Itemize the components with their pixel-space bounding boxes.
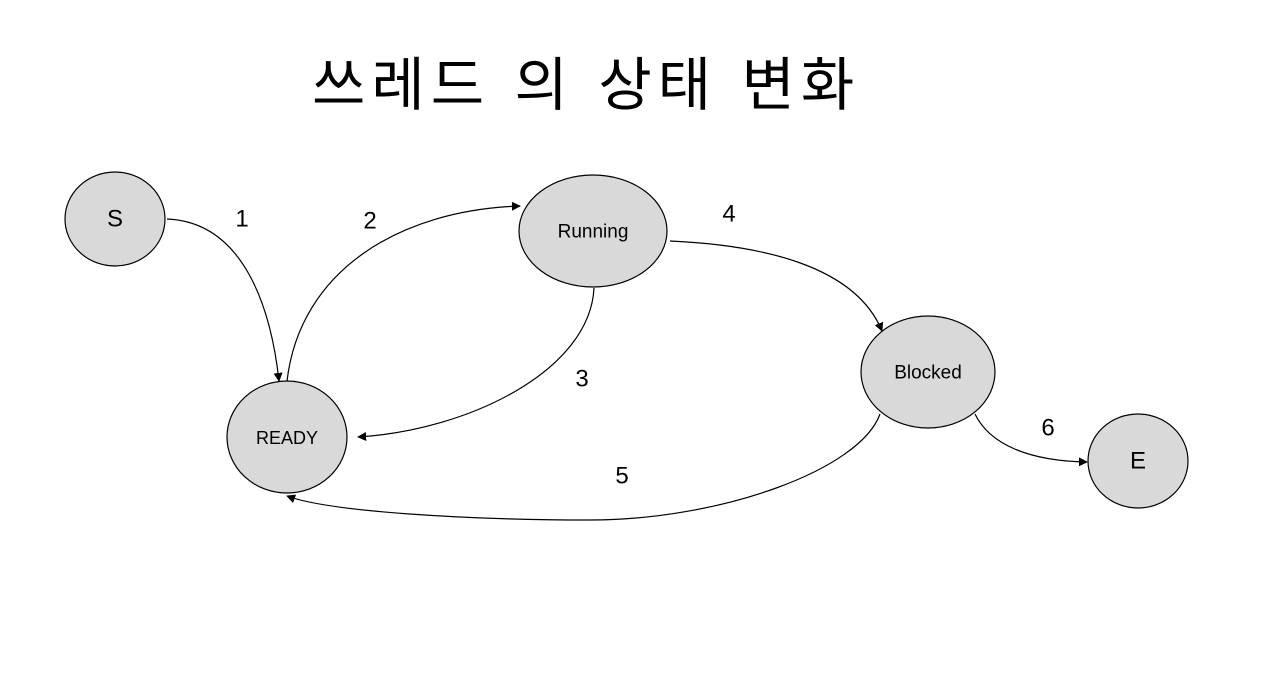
edge-2-arrow — [286, 201, 521, 382]
state-node-ready-label: READY — [256, 428, 318, 448]
state-node-e: E — [1087, 413, 1189, 509]
edge-5-label: 5 — [615, 463, 628, 490]
state-node-running: Running — [518, 174, 668, 288]
state-node-blocked: Blocked — [860, 315, 996, 429]
state-node-e-label: E — [1130, 448, 1146, 475]
edge-3-label: 3 — [575, 366, 588, 393]
state-node-ready: READY — [226, 380, 348, 494]
edge-1-label: 1 — [235, 206, 248, 233]
edge-4-label: 4 — [722, 201, 735, 228]
state-node-blocked-label: Blocked — [894, 363, 962, 384]
state-node-running-shape — [518, 174, 668, 288]
edge-4-arrow — [669, 240, 884, 332]
state-node-running-label: Running — [558, 222, 629, 243]
state-node-blocked-shape — [860, 315, 996, 429]
state-node-s-shape — [64, 171, 166, 267]
state-node-ready-shape — [226, 380, 348, 494]
edge-1-arrow — [166, 218, 283, 382]
state-node-s-label: S — [107, 206, 123, 233]
state-node-e-shape — [1087, 413, 1189, 509]
edge-2-label: 2 — [363, 208, 376, 235]
edge-5-arrow — [286, 413, 881, 521]
edge-6-label: 6 — [1041, 415, 1054, 442]
edge-6-arrow — [974, 413, 1088, 467]
diagram-title: 쓰레드 의 상태 변화 — [312, 51, 861, 119]
state-node-s: S — [64, 171, 166, 267]
edge-3-arrow — [357, 287, 595, 441]
